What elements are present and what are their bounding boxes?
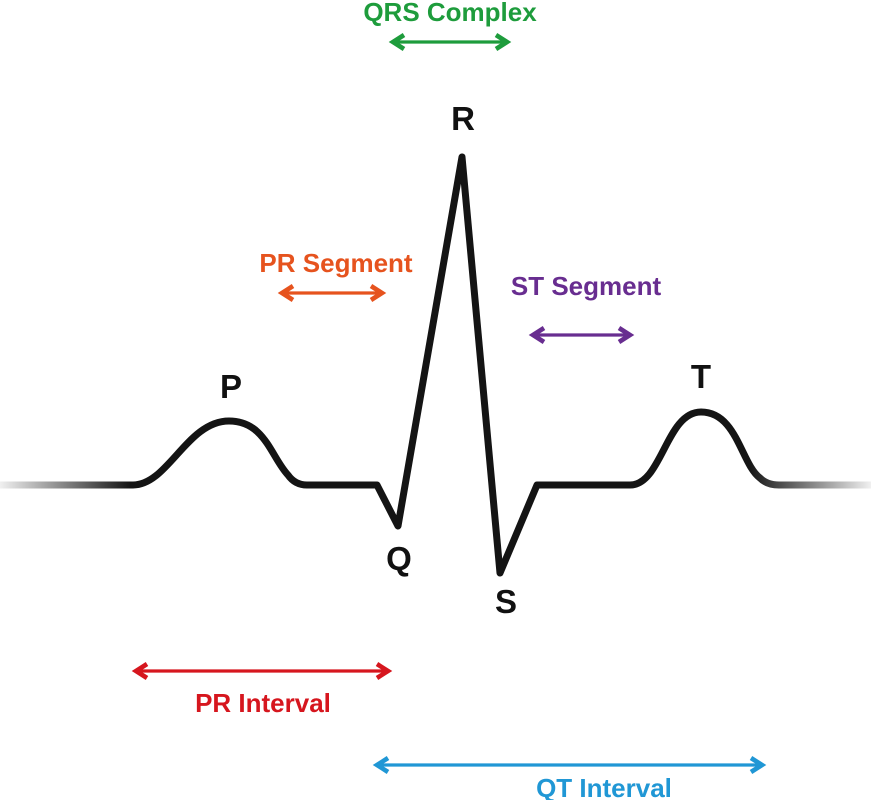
qt-interval-annotation: QT Interval	[372, 756, 767, 800]
qrs-complex-annotation: QRS Complex	[363, 0, 537, 51]
st-segment-annotation: ST Segment	[511, 271, 662, 344]
qt-interval-arrow	[372, 756, 767, 774]
wave-label-p: P	[220, 368, 242, 405]
pr-interval-label: PR Interval	[195, 688, 331, 718]
ecg-waveform-trace	[0, 153, 871, 577]
pr-interval-arrow	[131, 662, 393, 680]
wave-label-q: Q	[386, 540, 412, 577]
pr-interval-annotation: PR Interval	[131, 662, 393, 718]
st-segment-arrow	[528, 326, 635, 344]
pr-segment-label: PR Segment	[259, 248, 412, 278]
pr-segment-arrow	[277, 284, 387, 302]
st-segment-label: ST Segment	[511, 271, 662, 301]
qrs-complex-label: QRS Complex	[363, 0, 537, 27]
qrs-complex-arrow	[388, 33, 512, 51]
wave-label-s: S	[495, 583, 517, 620]
pr-segment-annotation: PR Segment	[259, 248, 413, 302]
qt-interval-label: QT Interval	[536, 773, 672, 800]
wave-label-t: T	[691, 358, 711, 395]
wave-label-r: R	[451, 100, 475, 137]
